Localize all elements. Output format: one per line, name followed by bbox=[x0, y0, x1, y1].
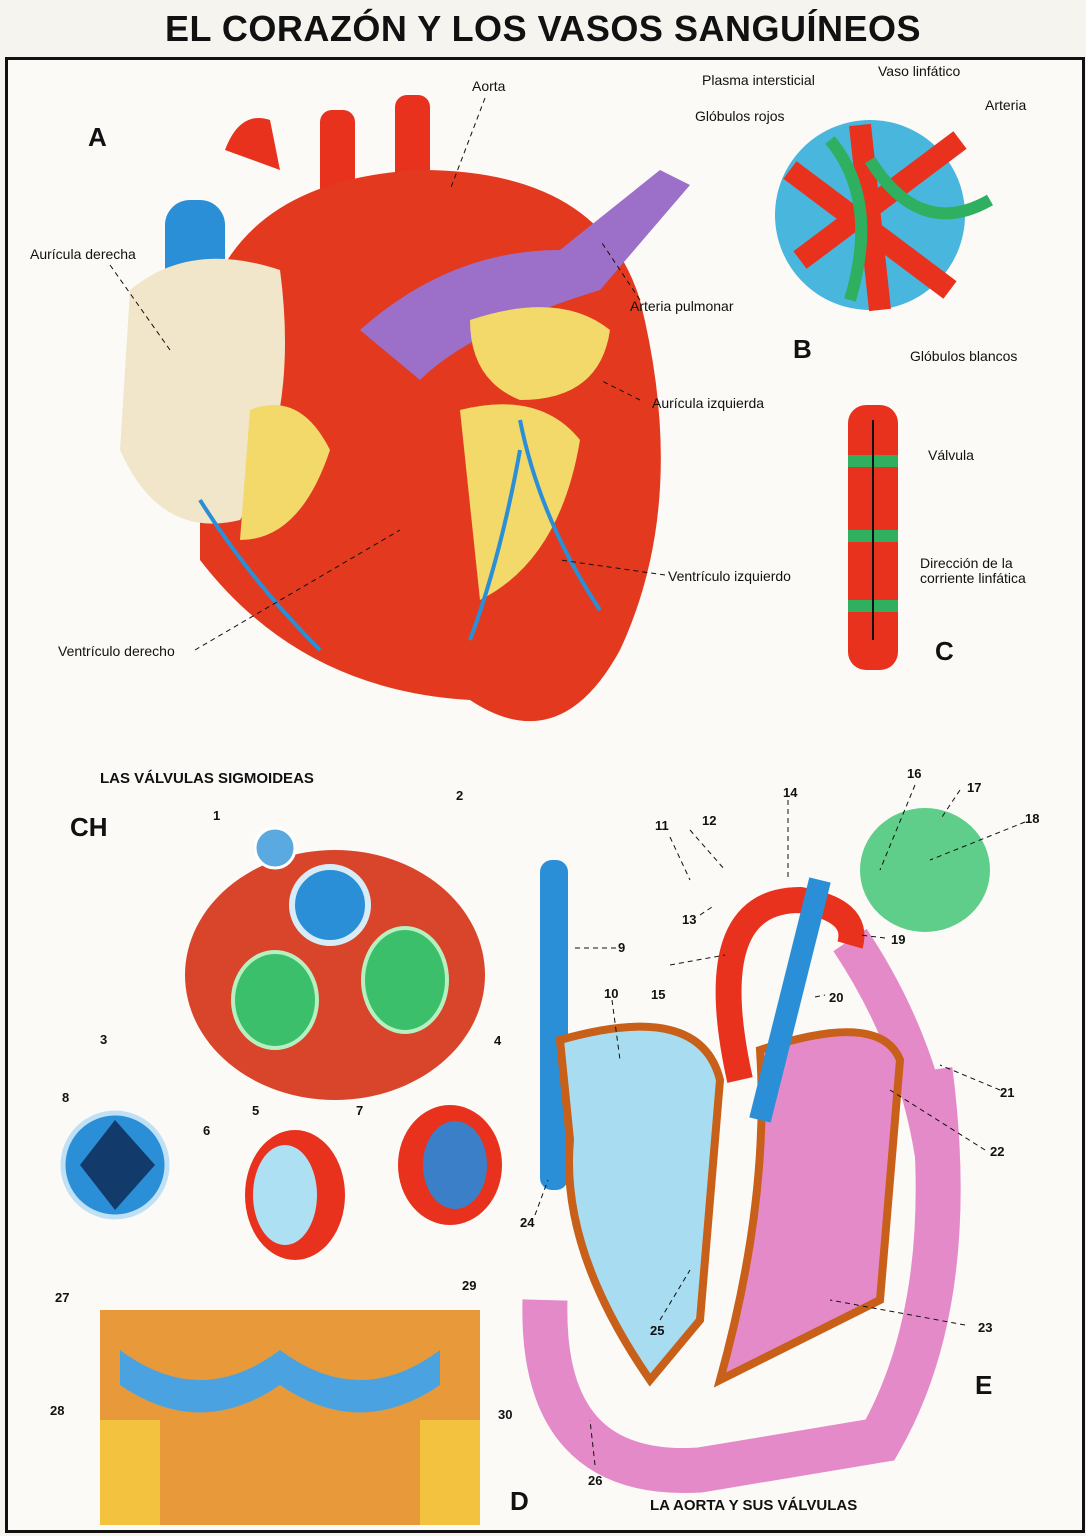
label-direccion-2: corriente linfática bbox=[920, 570, 1026, 586]
number-2: 2 bbox=[456, 788, 464, 803]
number-30: 30 bbox=[498, 1407, 513, 1422]
panel-d-letter: D bbox=[510, 1486, 529, 1516]
panel-b-letter: B bbox=[793, 334, 812, 364]
number-22: 22 bbox=[990, 1144, 1005, 1159]
number-24: 24 bbox=[520, 1215, 535, 1230]
caption-aorta-valvulas: LA AORTA Y SUS VÁLVULAS bbox=[650, 1497, 858, 1514]
panel-e-letter: E bbox=[975, 1370, 993, 1400]
number-6: 6 bbox=[203, 1123, 211, 1138]
panel-ch-letter: CH bbox=[70, 812, 108, 842]
number-3: 3 bbox=[100, 1032, 108, 1047]
number-14: 14 bbox=[783, 785, 798, 800]
label-plasma-intersticial: Plasma intersticial bbox=[702, 72, 815, 88]
capillary-circle bbox=[775, 120, 993, 312]
number-10: 10 bbox=[604, 986, 619, 1001]
label-ventriculo-izquierdo: Ventrículo izquierdo bbox=[668, 568, 791, 584]
number-8: 8 bbox=[62, 1090, 70, 1105]
label-globulos-blancos: Glóbulos blancos bbox=[910, 348, 1018, 364]
number-29: 29 bbox=[462, 1278, 477, 1293]
label-vaso-linfatico: Vaso linfático bbox=[878, 63, 961, 79]
label-direccion-1: Dirección de la bbox=[920, 555, 1013, 571]
number-15: 15 bbox=[651, 987, 666, 1002]
number-19: 19 bbox=[891, 932, 906, 947]
number-26: 26 bbox=[588, 1473, 603, 1488]
number-5: 5 bbox=[252, 1103, 260, 1118]
label-arteria: Arteria bbox=[985, 97, 1027, 113]
lymph-vessel-valves bbox=[848, 405, 898, 670]
caption-valvulas-sigmoideas: LAS VÁLVULAS SIGMOIDEAS bbox=[100, 770, 314, 787]
number-1: 1 bbox=[213, 808, 221, 823]
label-arteria-pulmonar: Arteria pulmonar bbox=[630, 298, 734, 314]
circulation-diagram bbox=[522, 808, 990, 1494]
label-ventriculo-derecho: Ventrículo derecho bbox=[58, 643, 175, 659]
number-23: 23 bbox=[978, 1320, 993, 1335]
number-9: 9 bbox=[618, 940, 626, 955]
number-27: 27 bbox=[55, 1290, 70, 1305]
heart-illustration bbox=[120, 95, 690, 722]
page-title: EL CORAZÓN Y LOS VASOS SANGUÍNEOS bbox=[165, 8, 921, 49]
label-aorta: Aorta bbox=[472, 78, 506, 94]
number-12: 12 bbox=[702, 813, 717, 828]
panel-a-letter: A bbox=[88, 122, 107, 152]
sigmoid-valves bbox=[60, 826, 502, 1260]
leader-lines-e bbox=[534, 784, 1026, 1466]
number-25: 25 bbox=[650, 1323, 665, 1338]
leader-lines-a bbox=[109, 97, 666, 651]
number-20: 20 bbox=[829, 990, 844, 1005]
number-11: 11 bbox=[655, 818, 669, 833]
number-21: 21 bbox=[1000, 1085, 1015, 1100]
label-auricula-izquierda: Aurícula izquierda bbox=[652, 395, 765, 411]
number-13: 13 bbox=[682, 912, 697, 927]
label-valvula: Válvula bbox=[928, 447, 974, 463]
number-17: 17 bbox=[967, 780, 982, 795]
aorta-valves bbox=[100, 1310, 480, 1525]
number-18: 18 bbox=[1025, 811, 1040, 826]
panel-c-letter: C bbox=[935, 636, 954, 666]
number-28: 28 bbox=[50, 1403, 65, 1418]
label-globulos-rojos: Glóbulos rojos bbox=[695, 108, 785, 124]
number-7: 7 bbox=[356, 1103, 364, 1118]
label-auricula-derecha: Aurícula derecha bbox=[30, 246, 136, 262]
number-4: 4 bbox=[494, 1033, 502, 1048]
number-16: 16 bbox=[907, 766, 922, 781]
